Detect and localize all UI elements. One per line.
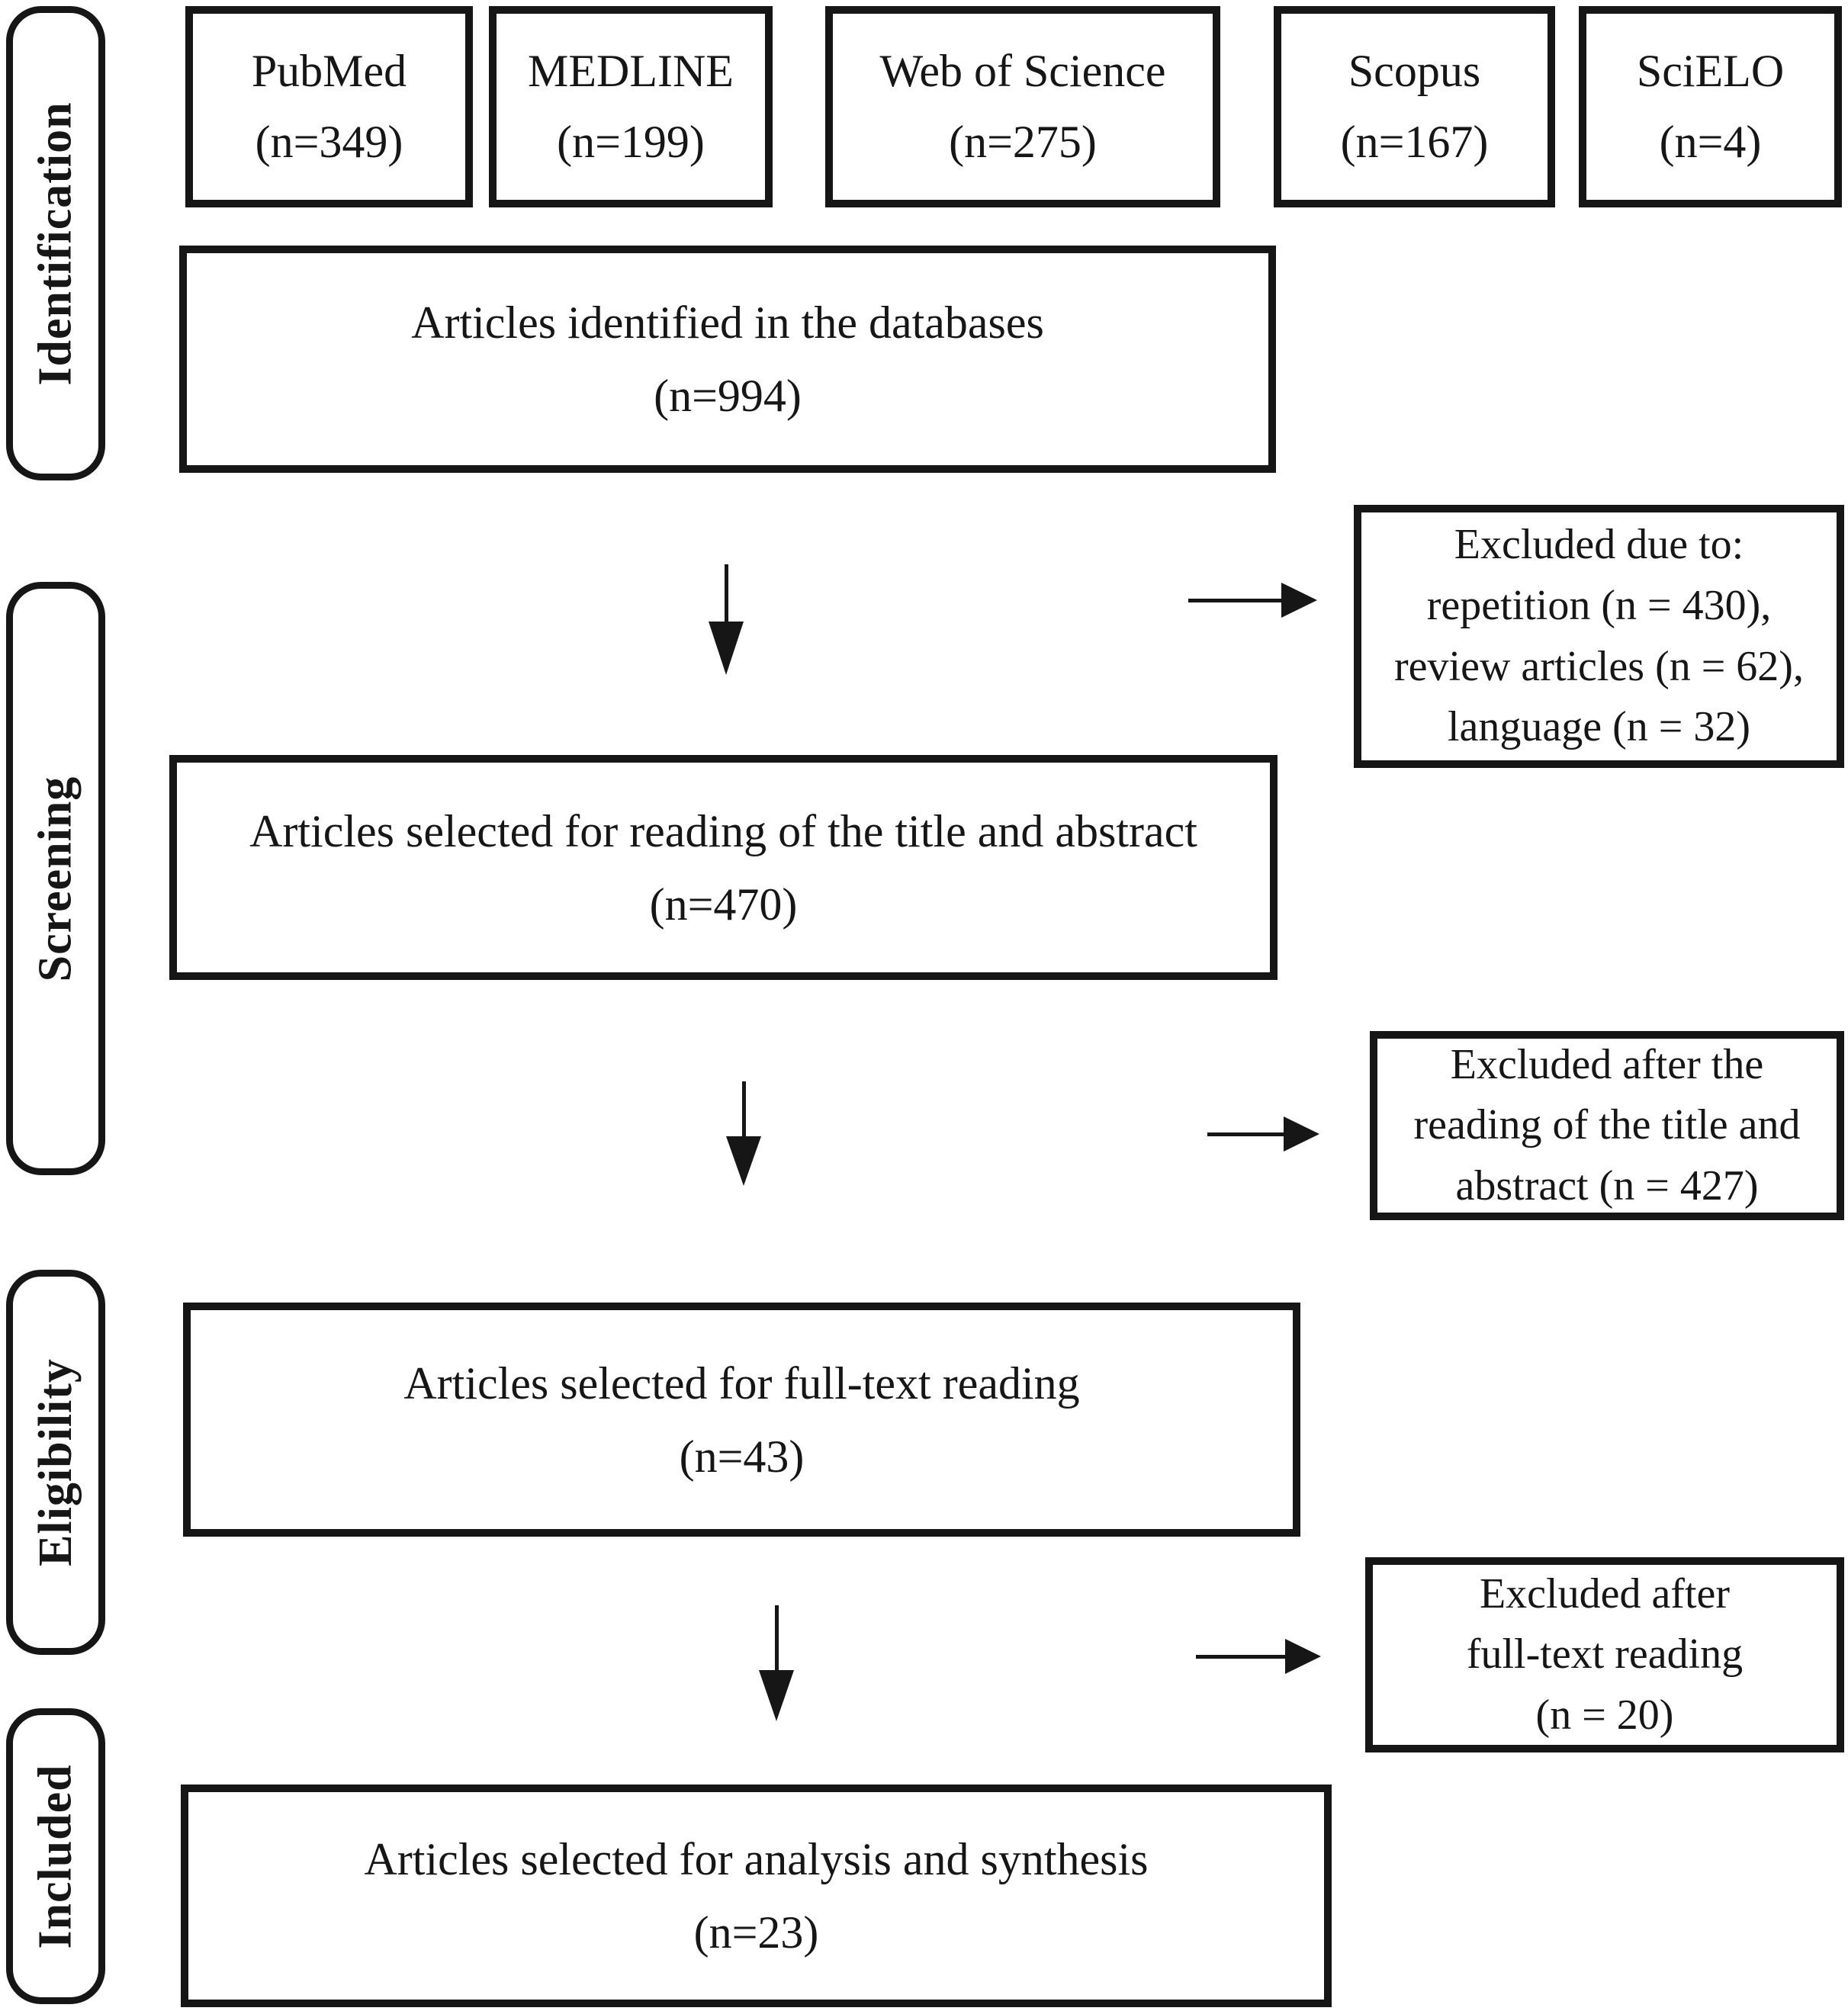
arrow-stem	[1188, 598, 1281, 602]
db-count: (n=275)	[949, 117, 1097, 167]
db-box-medline: MEDLINE (n=199)	[489, 6, 773, 207]
flow-text: Articles selected for reading of the tit…	[249, 805, 1197, 856]
arrow-stem	[724, 564, 728, 622]
db-box-scielo: SciELO (n=4)	[1579, 6, 1842, 207]
stage-label-included: Included	[29, 1763, 82, 1949]
flow-count: (n=43)	[679, 1431, 805, 1482]
right-arrowhead-icon	[1284, 1116, 1319, 1152]
excluded-box-full-text: Excluded after full-text reading (n = 20…	[1365, 1557, 1844, 1752]
stage-label-eligibility: Eligibility	[29, 1358, 82, 1566]
stage-rail-screening: Screening	[6, 582, 105, 1175]
flow-count: (n=470)	[649, 879, 798, 930]
flow-text: Articles selected for full-text reading	[403, 1357, 1080, 1409]
down-arrow-3	[758, 1605, 795, 1721]
stage-rail-identification: Identification	[6, 6, 105, 480]
stage-label-identification: Identification	[29, 101, 82, 386]
down-arrowhead-icon	[759, 1670, 794, 1721]
db-count: (n=4)	[1659, 117, 1762, 167]
db-name: Scopus	[1348, 46, 1481, 96]
right-arrowhead-icon	[1281, 583, 1317, 618]
arrow-stem	[774, 1605, 779, 1670]
stage-rail-eligibility: Eligibility	[6, 1270, 105, 1655]
down-arrow-1	[708, 564, 744, 675]
flow-text: Articles identified in the databases	[411, 297, 1044, 348]
db-count: (n=167)	[1340, 117, 1489, 167]
stage-label-screening: Screening	[29, 776, 82, 981]
db-box-web-of-science: Web of Science (n=275)	[825, 6, 1220, 207]
db-name: SciELO	[1636, 46, 1785, 96]
right-arrowhead-icon	[1285, 1639, 1321, 1674]
db-box-pubmed: PubMed (n=349)	[185, 6, 473, 207]
excluded-box-screening: Excluded due to: repetition (n = 430), r…	[1354, 505, 1844, 768]
excluded-text: Excluded due to: repetition (n = 430), r…	[1394, 521, 1804, 751]
down-arrowhead-icon	[709, 622, 744, 675]
arrow-stem	[1207, 1132, 1284, 1136]
right-arrow-2	[1207, 1116, 1319, 1152]
arrow-stem	[741, 1081, 746, 1136]
db-count: (n=199)	[557, 117, 705, 167]
flow-count: (n=994)	[654, 371, 802, 421]
db-name: MEDLINE	[528, 46, 734, 96]
flow-text: Articles selected for analysis and synth…	[364, 1834, 1149, 1884]
right-arrow-3	[1196, 1638, 1321, 1675]
right-arrow-1	[1188, 582, 1317, 618]
db-box-scopus: Scopus (n=167)	[1274, 6, 1555, 207]
excluded-box-title-abstract: Excluded after the reading of the title …	[1370, 1031, 1844, 1220]
stage-rail-included: Included	[6, 1708, 105, 2004]
db-name: Web of Science	[879, 46, 1166, 96]
down-arrow-2	[725, 1081, 762, 1186]
flow-box-title-abstract: Articles selected for reading of the tit…	[169, 755, 1278, 980]
flow-box-included: Articles selected for analysis and synth…	[181, 1785, 1332, 2007]
excluded-text: Excluded after full-text reading (n = 20…	[1466, 1569, 1744, 1739]
flow-box-full-text: Articles selected for full-text reading …	[183, 1303, 1300, 1537]
excluded-text: Excluded after the reading of the title …	[1413, 1040, 1801, 1209]
db-name: PubMed	[251, 46, 407, 96]
flow-box-identified: Articles identified in the databases (n=…	[179, 246, 1276, 473]
flow-count: (n=23)	[693, 1907, 819, 1958]
arrow-stem	[1196, 1654, 1285, 1659]
down-arrowhead-icon	[726, 1136, 761, 1186]
db-count: (n=349)	[255, 117, 403, 167]
